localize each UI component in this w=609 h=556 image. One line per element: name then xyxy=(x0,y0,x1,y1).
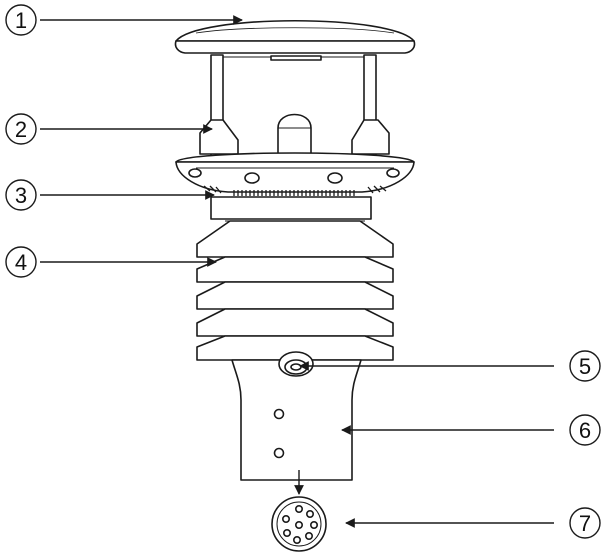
callout-7: 7 xyxy=(569,507,601,539)
collar xyxy=(210,196,372,220)
callout-2: 2 xyxy=(5,113,37,145)
svg-text:4: 4 xyxy=(15,250,27,275)
svg-text:2: 2 xyxy=(15,117,27,142)
svg-text:6: 6 xyxy=(579,418,591,443)
callout-6: 6 xyxy=(569,414,601,446)
base-tube xyxy=(231,359,362,481)
svg-text:7: 7 xyxy=(579,511,591,536)
svg-text:5: 5 xyxy=(579,354,591,379)
bottom-connector xyxy=(271,496,327,552)
callout-5: 5 xyxy=(569,350,601,382)
callout-4: 4 xyxy=(5,246,37,278)
radiation-shield xyxy=(196,220,394,361)
sensor-body xyxy=(174,20,416,552)
callout-arrows xyxy=(40,15,554,528)
callout-3: 3 xyxy=(5,179,37,211)
callout-1: 1 xyxy=(5,4,37,36)
callout-markers: 1 2 3 4 5 6 7 xyxy=(5,4,601,539)
side-connector xyxy=(278,351,314,377)
svg-text:3: 3 xyxy=(15,183,27,208)
top-cap xyxy=(174,20,416,58)
svg-text:1: 1 xyxy=(15,8,27,33)
support-posts xyxy=(199,54,390,158)
wind-sensor-disc xyxy=(175,152,415,196)
